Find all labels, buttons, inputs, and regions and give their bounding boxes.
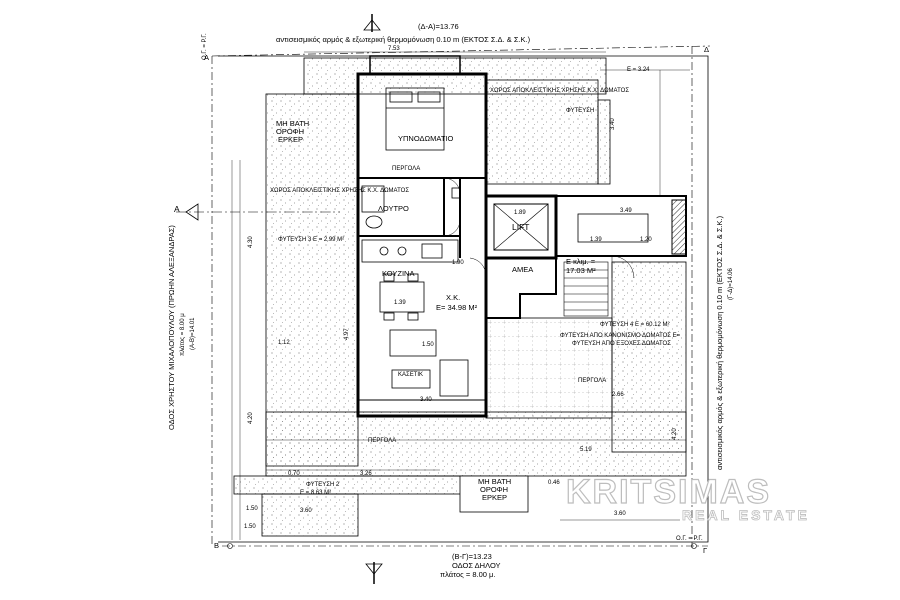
svg-text:REAL ESTATE: REAL ESTATE [682,507,810,523]
dim-046: 0.46 [548,480,560,486]
dim-150: 1.50 [422,342,434,348]
dim-112: 1.12 [278,340,290,346]
dim-360b: 3.60 [300,508,312,514]
dim-349: 3.49 [620,208,632,214]
room-kitchen: ΚΟΥΖΙΝΑ [382,269,414,278]
dim-139: 1.39 [394,300,406,306]
dim-497: 4.97 [344,328,350,340]
right-segment: (Γ-Δ)=14.06 [728,268,734,300]
og-left: Ο.Γ. = Ρ.Γ. [202,33,208,60]
dim-120: 1.20 [640,237,652,243]
dim-150c: 1.50 [244,524,256,530]
dim-266: 2.66 [612,392,624,398]
svg-text:ΜΗ ΒΑΤΗ: ΜΗ ΒΑΤΗ [478,477,511,486]
dim-360: 3.60 [614,511,626,517]
dim-420: 4.20 [248,412,254,424]
furniture [361,87,469,397]
room-bathroom: ΛΟΥΤΡΟ [378,204,409,213]
room-bedroom: ΥΠΝΟΔΩΜΑΤΙΟ [398,134,453,143]
bottom-width: πλάτος = 8.00 μ. [440,570,495,579]
bottom-erker-box [459,475,529,513]
room-living-area: Ε= 34.98 Μ² [436,303,478,312]
dim-190: 1.90 [452,260,464,266]
og-right: Ο.Γ. = Ρ.Γ. [676,536,703,542]
room-kasetiki: ΚΑΣΕΤΙΚ [398,372,423,378]
section-b-marker [363,14,383,584]
room-lift: LIFT [512,222,529,232]
svg-text:ΟΡΟΦΗ: ΟΡΟΦΗ [480,485,508,494]
top-planting-b: ΦΥΤΕΥΣΗ [566,108,594,114]
svg-text:ΕΡΚΕΡ: ΕΡΚΕΡ [482,493,507,502]
dim-139b: 1.39 [590,237,602,243]
dim-519: 5.19 [580,447,592,453]
dim-150b: 1.50 [246,506,258,512]
point-b: Β [214,541,219,550]
room-pergola-right: ΠΕΡΓΟΛΑ [578,378,606,384]
right-planting-note: ΦΥΤΕΥΣΗ 4 Ε = 60.12 Μ² [600,322,670,328]
stair-label: Ε κλιμ. = [566,257,596,266]
plot-boundary [211,45,711,548]
dim-340a: 3.40 [420,397,432,403]
dim-753: 7.53 [388,46,400,52]
room-living-code: Χ.Κ. [446,293,460,302]
left-street: ΟΔΟΣ ΧΡΗΣΤΟΥ ΜΙΧΑΛΟΠΟΥΛΟΥ (ΠΡΩΗΝ ΑΛΕΞΑΝΔ… [167,225,176,430]
svg-text:ΜΗ ΒΑΤΗ: ΜΗ ΒΑΤΗ [276,119,309,128]
dim-430: 4.30 [248,236,254,248]
point-g: Γ [703,546,707,555]
door-swings [443,177,635,279]
top-planting-a: ΧΩΡΟΣ ΑΠΟΚΛΕΙΣΤΙΚΗΣ ΧΡΗΣΗΣ Κ.Χ. ΔΩΜΑΤΟΣ [490,88,629,94]
left-planting-note: ΧΩΡΟΣ ΑΠΟΚΛΕΙΣΤΙΚΗΣ ΧΡΗΣΗΣ Κ.Χ. ΔΩΜΑΤΟΣ [270,188,409,194]
dim-340b: 3.40 [610,118,616,130]
bottom-street: ΟΔΟΣ ΔΗΛΟΥ [452,561,501,570]
room-pergola-bottom: ΠΕΡΓΟΛΑ [368,438,396,444]
dim-189: 1.89 [514,210,526,216]
left-bath-erker: ΜΗ ΒΑΤΗ ΟΡΟΦΗ ΕΡΚΕΡ [276,119,309,144]
point-d: Δ [704,45,709,54]
stairs [563,261,609,317]
bottom-planting-area: Ε = 8.63 Μ² [300,490,331,496]
room-amea: ΑΜΕΑ [512,265,533,274]
bottom-bath-erker: ΜΗ ΒΑΤΗ ΟΡΟΦΗ ΕΡΚΕΡ [478,477,511,502]
left-planting-area: ΦΥΤΕΥΣΗ 3 Ε = 2.99 Μ² [278,237,344,243]
bottom-segment: (Β-Γ)=13.23 [452,552,492,561]
svg-text:KRITSIMAS: KRITSIMAS [566,473,771,511]
dim-326: 3.26 [360,471,372,477]
insulation-top: αντισεισμικός αρμός & εξωτερική θερμομόν… [276,35,531,44]
svg-text:ΕΡΚΕΡ: ΕΡΚΕΡ [278,135,303,144]
terrace-areas [233,57,687,537]
right-note-2: ΦΥΤΕΥΣΗ ΑΠΟ ΕΞΟΧΕΣ ΔΩΜΑΤΟΣ [572,341,671,347]
section-a-marker: A [174,204,180,214]
right-insulation: αντισεισμικός αρμός & εξωτερική θερμομόν… [715,215,724,470]
svg-text:ΟΡΟΦΗ: ΟΡΟΦΗ [276,127,304,136]
dim-070: 0.70 [288,471,300,477]
dimension-top: (Δ-Α)=13.76 [418,22,459,31]
dimension-lines [231,51,690,540]
right-note-1: ΦΥΤΕΥΣΗ ΑΠΟ ΚΑΝΟΝΙΣΜΟ ΔΩΜΑΤΟΣ Ε= [560,333,681,339]
brand-logo: KRITSIMAS REAL ESTATE [565,472,810,523]
room-pergola-top: ΠΕΡΓΟΛΑ [392,166,420,172]
dim-420b: 4.20 [672,428,678,440]
left-width: πλάτος = 8.00 μ [179,313,186,356]
point-a: Α [204,53,209,62]
stair-area: 17.03 Μ² [566,266,596,275]
bottom-planting: ΦΥΤΕΥΣΗ 2 [306,482,340,488]
left-segment: (Α-Β)=14.01 [190,317,196,350]
